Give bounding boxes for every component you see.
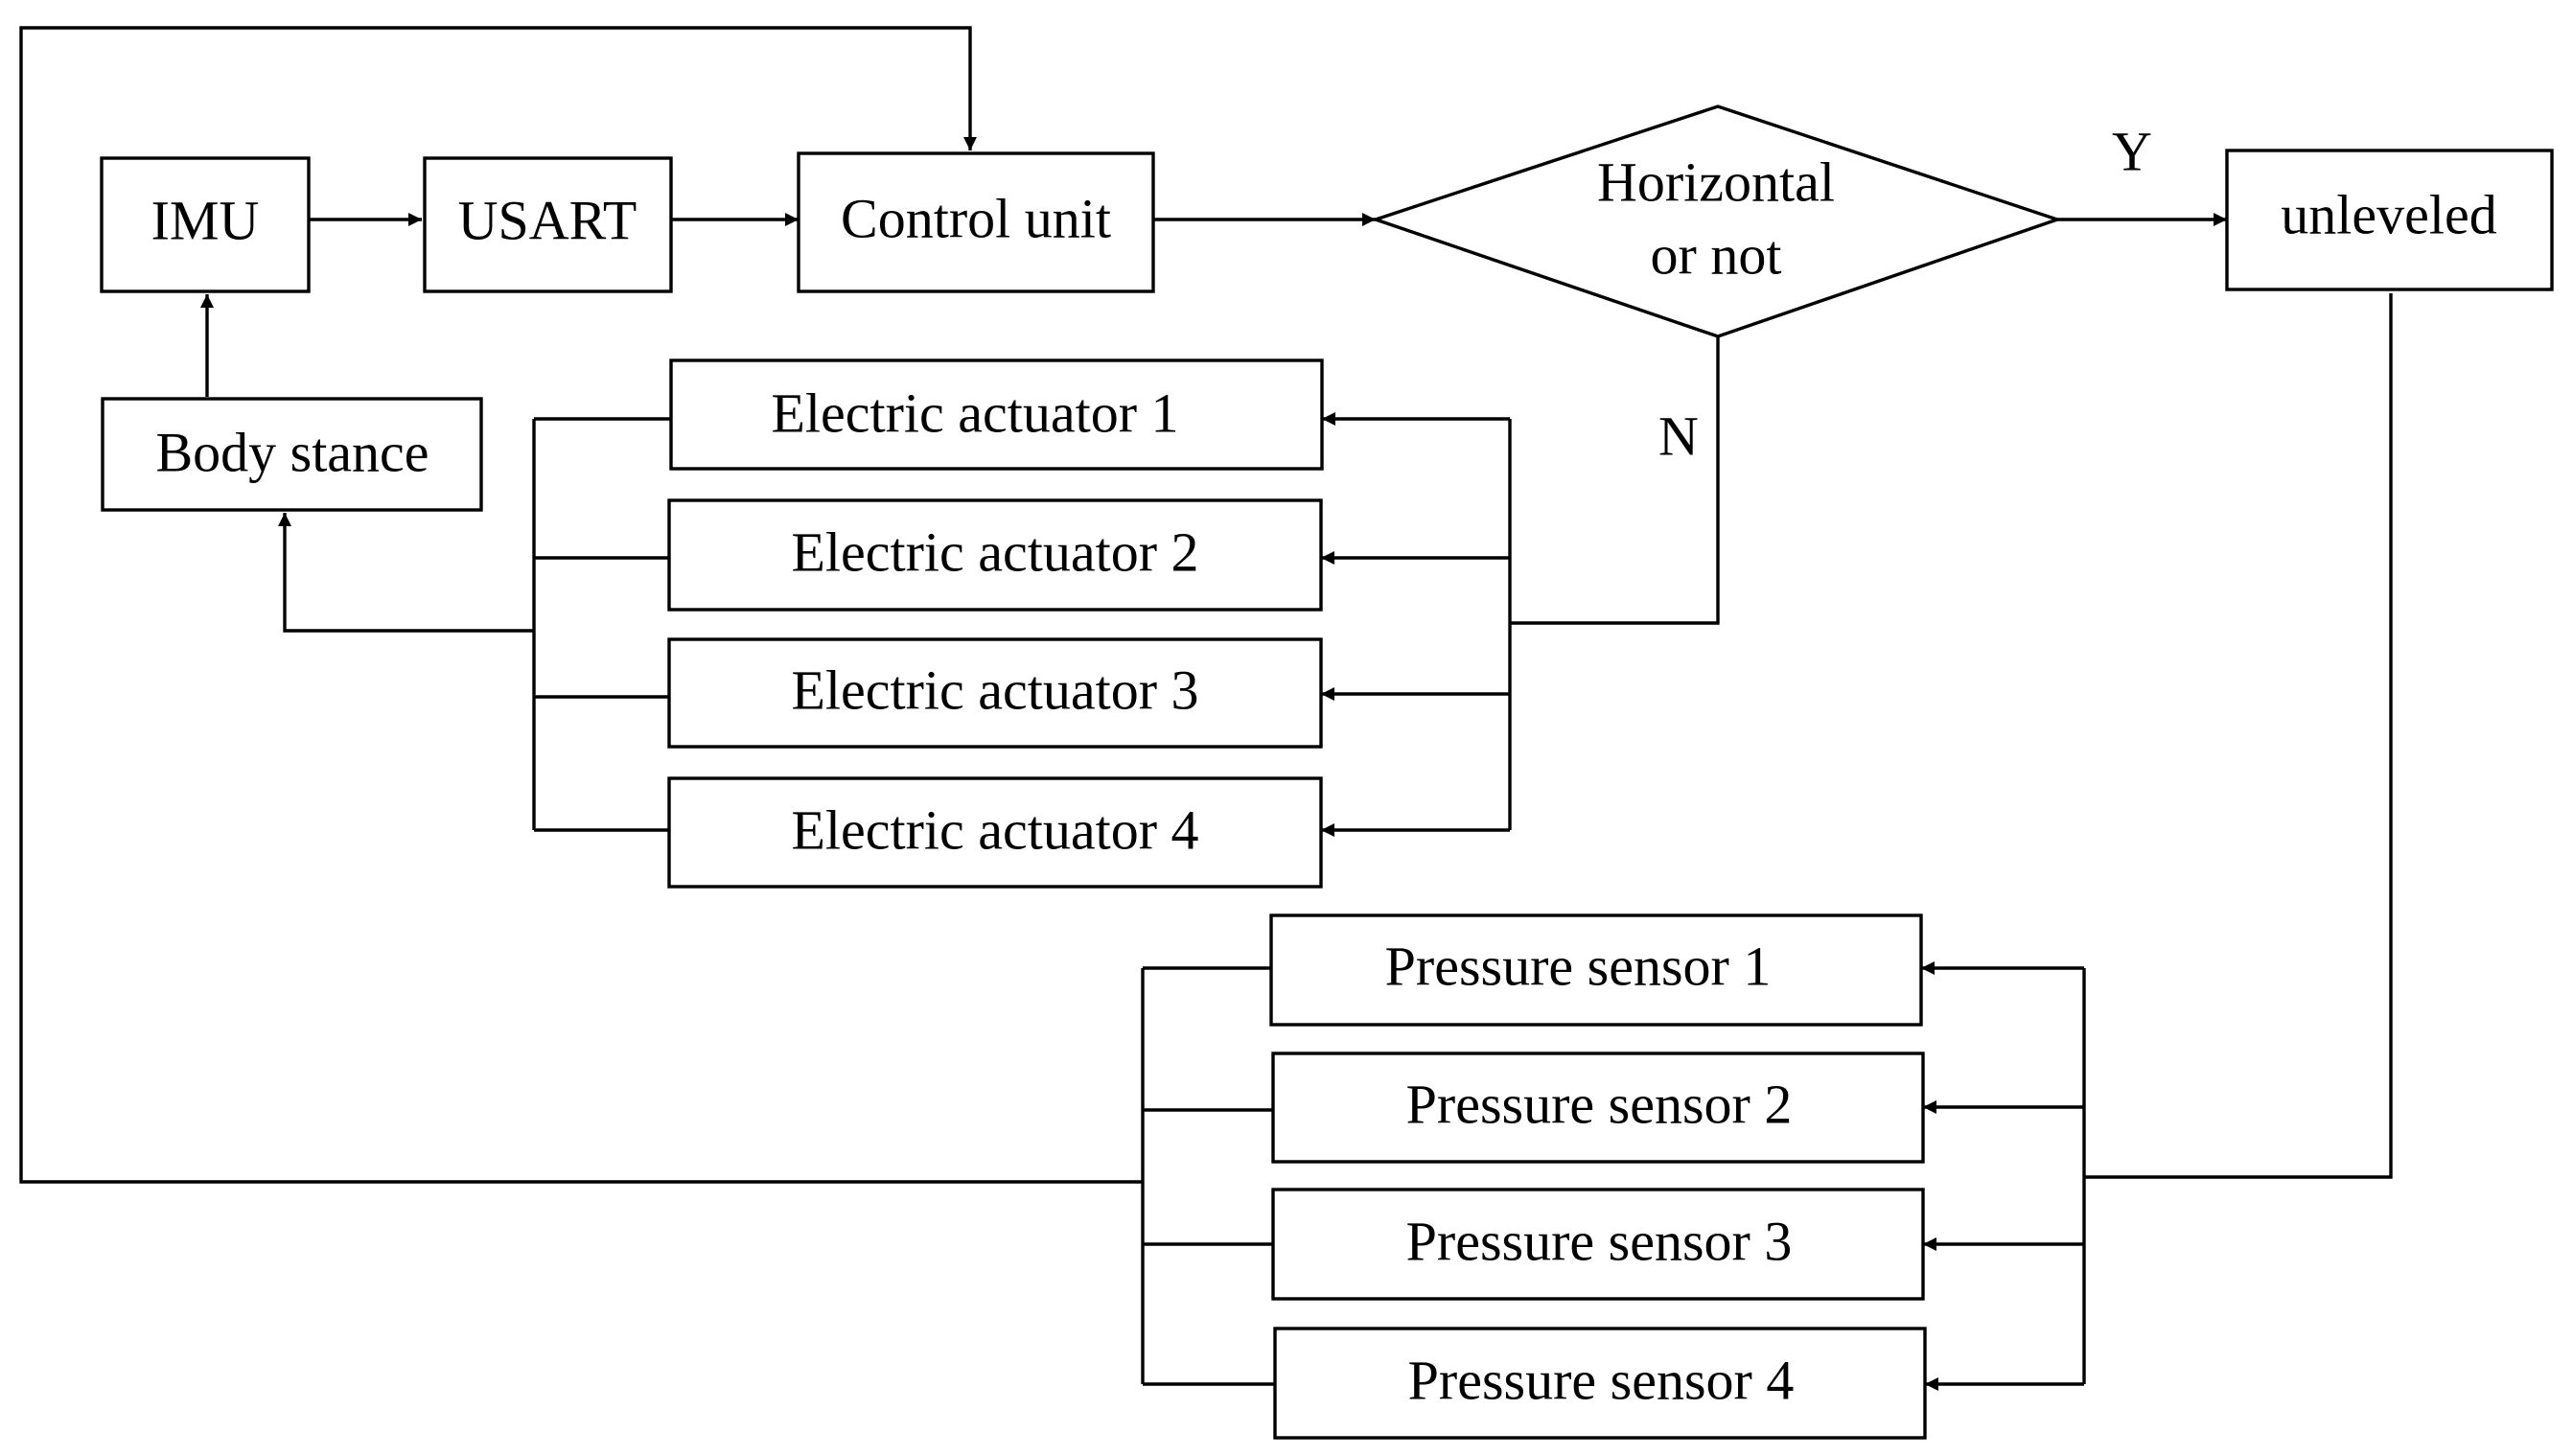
actuator-label-2: Electric actuator 2 (791, 520, 1198, 583)
sensor-label-3: Pressure sensor 3 (1406, 1210, 1793, 1272)
actuator-box-3: Electric actuator 3 (667, 637, 1323, 749)
unleveled-box: unleveled (2225, 149, 2554, 291)
unleveled-label: unleveled (2281, 183, 2496, 245)
edge-sensors-feedback-control (19, 26, 1143, 1184)
sensor-label-1: Pressure sensor 1 (1385, 935, 1772, 997)
yes-label: Y (2112, 120, 2152, 182)
sensor-label-4: Pressure sensor 4 (1408, 1349, 1795, 1411)
edge-unleveled-sensors (2084, 293, 2393, 1179)
control-unit-box: Control unit (797, 151, 1155, 293)
sensor-box-3: Pressure sensor 3 (1271, 1188, 1925, 1301)
actuator-label-4: Electric actuator 4 (791, 798, 1198, 861)
usart-label: USART (458, 189, 637, 251)
horizontal-decision: Horizontal or not (1370, 104, 2063, 338)
no-label: N (1658, 404, 1699, 467)
actuator-label-1: Electric actuator 1 (771, 381, 1178, 444)
actuator-box-2: Electric actuator 2 (667, 498, 1323, 612)
sensor-label-2: Pressure sensor 2 (1406, 1073, 1793, 1135)
body-stance-label: Body stance (155, 421, 429, 483)
control-unit-label: Control unit (841, 187, 1111, 249)
decision-label-line2: or not (1651, 223, 1782, 286)
sensor-box-1: Pressure sensor 1 (1269, 913, 1923, 1027)
actuator-box-4: Electric actuator 4 (667, 776, 1323, 889)
sensor-box-4: Pressure sensor 4 (1273, 1327, 1927, 1440)
edge-actuators-stance (278, 513, 534, 633)
imu-box: IMU (100, 156, 311, 293)
usart-box: USART (423, 156, 673, 293)
edge-decision-actuators (1510, 336, 1720, 625)
body-stance-box: Body stance (101, 397, 483, 512)
imu-label: IMU (151, 189, 260, 251)
actuator-label-3: Electric actuator 3 (791, 659, 1198, 721)
connectors (19, 26, 2393, 1391)
decision-label-line1: Horizontal (1597, 150, 1835, 213)
actuator-box-1: Electric actuator 1 (669, 358, 1324, 471)
sensor-box-2: Pressure sensor 2 (1271, 1052, 1925, 1164)
